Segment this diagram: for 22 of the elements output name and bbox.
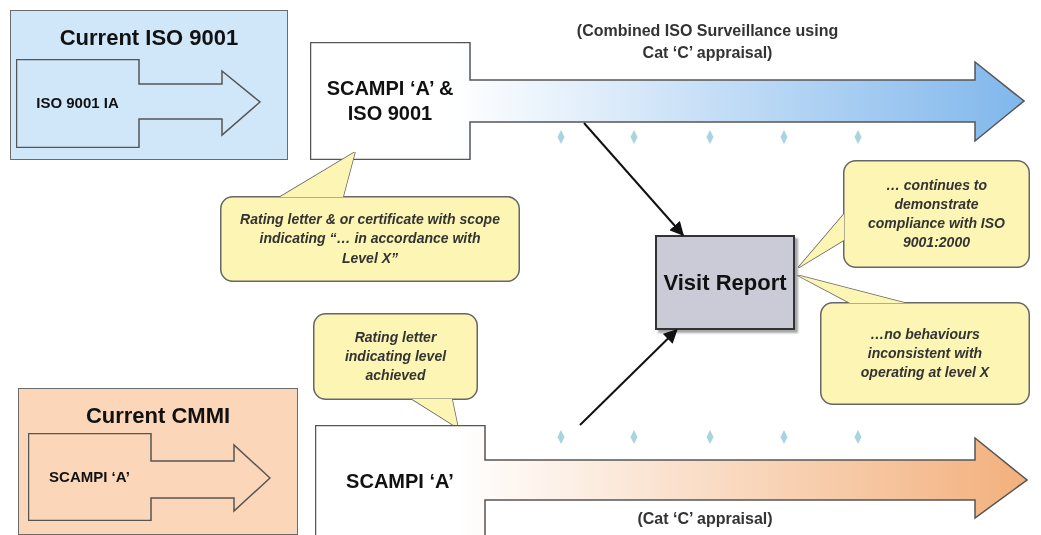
report-box [655, 235, 795, 330]
arrow-label: SCAMPI ‘A’ [346, 468, 454, 494]
arrow-label: SCAMPI ‘A’ & ISO 9001 [325, 76, 455, 126]
callout-text: …no behaviours inconsistent with operating at level X [859, 324, 991, 383]
arrow [583, 122, 684, 237]
callout-text: Rating letter indicating level achieved [343, 327, 448, 386]
arrow-label: SCAMPI ‘A’ [49, 467, 130, 487]
arrow [579, 329, 678, 426]
arrow-label: ISO 9001 IA [36, 94, 119, 113]
callout-text: … continues to demonstrate compliance with ISO 9001:2000 [867, 175, 1006, 253]
box-label: Visit Report [663, 268, 787, 297]
arrow-caption: (Combined ISO Surveillance using Cat ‘C’ appraisal) [575, 21, 840, 63]
arrow-box [310, 42, 1025, 160]
arrow-box [315, 425, 1028, 535]
arrow-caption: (Cat ‘C’ appraisal) [636, 509, 774, 529]
panel [10, 10, 288, 160]
panel-title: Current ISO 9001 [58, 24, 240, 52]
panel [18, 388, 298, 535]
panel-title: Current CMMI [84, 402, 232, 430]
arrow-box [28, 433, 271, 521]
arrow-box [16, 59, 261, 148]
callout-text: Rating letter & or certificate with scope indicating “… in accordance with Level X” [240, 210, 500, 268]
